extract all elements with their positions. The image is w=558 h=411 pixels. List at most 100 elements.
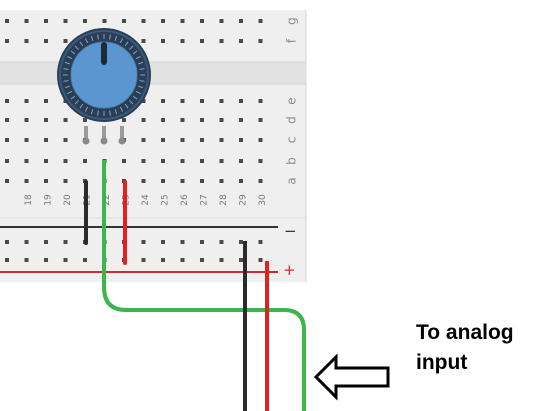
breadboard-hole: [219, 39, 224, 43]
rail-plus-sign: +: [283, 261, 296, 279]
breadboard-hole: [161, 19, 165, 23]
breadboard-hole: [239, 118, 243, 122]
breadboard-hole: [161, 138, 165, 142]
breadboard-hole: [258, 138, 263, 142]
breadboard-hole: [141, 138, 146, 142]
column-number: 24: [141, 194, 151, 206]
rail-hole: [24, 258, 29, 262]
breadboard-hole: [219, 159, 224, 163]
row-letter-d: d: [285, 116, 299, 124]
breadboard-hole: [5, 19, 9, 23]
column-number: 26: [180, 194, 190, 206]
rail-hole: [239, 240, 243, 244]
rail-hole: [63, 240, 68, 244]
potentiometer-knob-icon: [57, 28, 151, 122]
wires: [84, 160, 306, 411]
rail-hole: [141, 258, 146, 262]
breadboard-hole: [219, 118, 224, 122]
breadboard-hole: [44, 118, 48, 122]
breadboard-hole: [24, 19, 29, 23]
breadboard-hole: [239, 179, 243, 183]
breadboard-hole: [141, 99, 146, 103]
breadboard-hole: [102, 19, 107, 23]
caption-line-1: To analog: [416, 321, 514, 344]
breadboard-hole: [83, 19, 87, 23]
breadboard-hole: [180, 179, 185, 183]
breadboard-hole: [200, 179, 204, 183]
column-number: 27: [200, 194, 210, 205]
breadboard-hole: [258, 179, 263, 183]
breadboard-hole: [200, 19, 204, 23]
breadboard-hole: [63, 39, 68, 43]
breadboard-hole: [122, 159, 126, 163]
breadboard-hole: [219, 179, 224, 183]
breadboard-hole: [122, 118, 126, 122]
rail-hole: [63, 258, 68, 262]
column-number: 20: [63, 194, 73, 206]
breadboard-hole: [161, 179, 165, 183]
signal-wire-green: [102, 160, 306, 411]
breadboard-hole: [200, 39, 204, 43]
breadboard-hole: [5, 39, 9, 43]
rail-hole: [200, 258, 204, 262]
breadboard-hole: [239, 138, 243, 142]
breadboard-hole: [180, 159, 185, 163]
breadboard-hole: [180, 138, 185, 142]
breadboard-hole: [5, 118, 9, 122]
breadboard-hole: [24, 99, 29, 103]
breadboard-hole: [239, 159, 243, 163]
breadboard-hole: [200, 138, 204, 142]
breadboard-hole: [63, 138, 68, 142]
breadboard-hole: [5, 99, 9, 103]
row-letter-f: f: [285, 38, 299, 43]
rail-hole: [161, 240, 165, 244]
rail-hole: [5, 258, 9, 262]
row-letter-e: e: [285, 97, 299, 104]
breadboard-hole: [258, 19, 263, 23]
breadboard-hole: [24, 159, 29, 163]
breadboard-hole: [141, 159, 146, 163]
breadboard-hole: [83, 159, 87, 163]
breadboard-hole: [239, 39, 243, 43]
breadboard-hole: [44, 99, 48, 103]
breadboard-hole: [122, 19, 126, 23]
breadboard-hole: [161, 159, 165, 163]
rail-hole: [5, 240, 9, 244]
rail-hole: [219, 240, 224, 244]
breadboard-hole: [44, 39, 48, 43]
breadboard-hole: [258, 99, 263, 103]
rail-hole: [44, 258, 48, 262]
column-number: 25: [161, 194, 171, 205]
rail-hole: [239, 258, 243, 262]
breadboard-hole: [180, 99, 185, 103]
rail-hole: [258, 258, 263, 262]
breadboard-hole: [5, 159, 9, 163]
analog-input-caption: To analog input: [416, 318, 514, 378]
breadboard-hole: [239, 99, 243, 103]
breadboard-hole: [219, 99, 224, 103]
breadboard-hole: [258, 159, 263, 163]
breadboard-hole: [44, 19, 48, 23]
row-letter-a: a: [285, 177, 299, 184]
rail-hole: [44, 240, 48, 244]
hollow-left-arrow-icon: [313, 353, 390, 401]
breadboard-hole: [180, 39, 185, 43]
caption-line-2: input: [416, 351, 468, 374]
rail-hole: [200, 240, 204, 244]
breadboard-hole: [5, 179, 9, 183]
breadboard-hole: [258, 39, 263, 43]
breadboard-hole: [180, 19, 185, 23]
breadboard-hole: [63, 19, 68, 23]
breadboard-hole: [219, 138, 224, 142]
breadboard-hole: [200, 159, 204, 163]
column-number: 18: [24, 194, 34, 206]
breadboard-hole: [44, 159, 48, 163]
rail-hole: [141, 240, 146, 244]
rail-hole: [83, 258, 87, 262]
column-number: 29: [239, 194, 249, 206]
rail-hole: [258, 240, 263, 244]
rail-hole: [180, 258, 185, 262]
breadboard-hole: [200, 118, 204, 122]
column-number: 30: [258, 194, 268, 206]
